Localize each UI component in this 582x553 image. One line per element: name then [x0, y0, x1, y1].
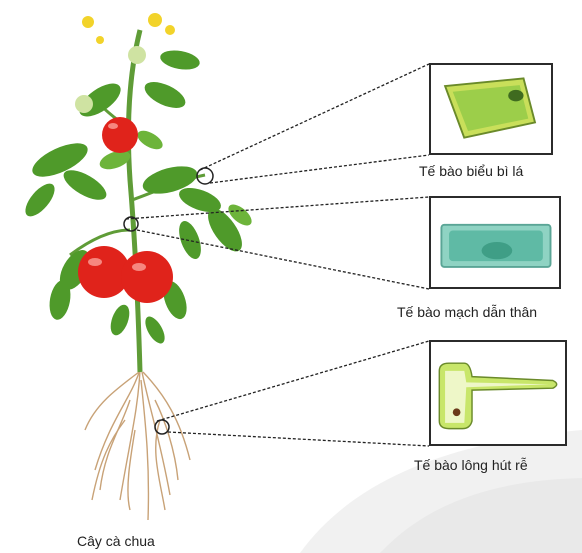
- plant-caption: Cây cà chua: [77, 533, 155, 549]
- leaf-epidermis-cell-icon: [431, 65, 551, 153]
- flowers: [82, 13, 175, 44]
- root-cell-caption: Tế bào lông hút rễ: [414, 457, 528, 473]
- leaves: [20, 48, 248, 347]
- stem-vessel-cell-icon: [431, 198, 559, 287]
- leaf-cell-panel: [429, 63, 553, 155]
- stem-cell-panel: [429, 196, 561, 289]
- root-hair-cell-icon: [431, 342, 565, 444]
- root-cell-panel: [429, 340, 567, 446]
- stem-cell-caption: Tế bào mạch dẫn thân: [397, 304, 537, 320]
- roots: [85, 370, 190, 520]
- leaf-cell-caption: Tế bào biểu bì lá: [419, 163, 523, 179]
